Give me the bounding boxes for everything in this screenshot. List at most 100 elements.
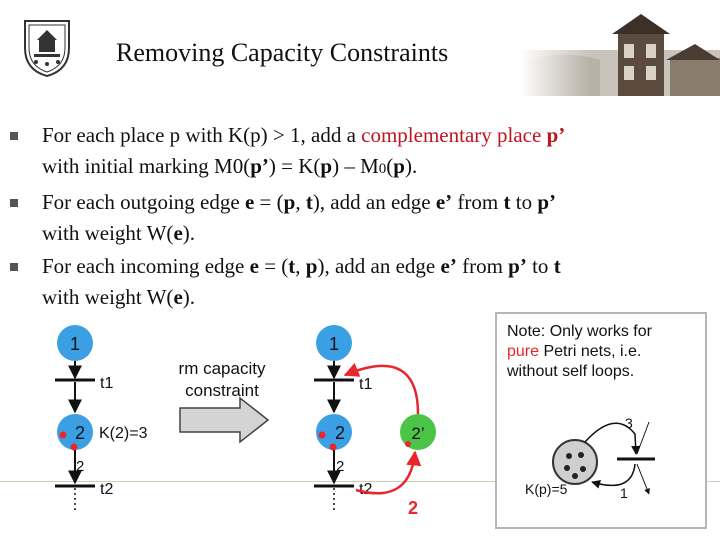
bullet-text: from — [456, 254, 509, 278]
arc-t-to-p — [591, 463, 636, 489]
transform-label: constraint — [185, 381, 259, 400]
token — [578, 452, 584, 458]
token — [405, 441, 411, 447]
self-loop-diagram: 3 K(p)=5 1 — [525, 415, 655, 501]
weight-label: 3 — [625, 415, 633, 431]
place-label: 1 — [70, 334, 80, 354]
weight-label: 1 — [620, 485, 628, 501]
note-box: Note: Only works for pure Petri nets, i.… — [495, 312, 707, 529]
token — [70, 443, 78, 451]
token — [59, 431, 67, 439]
bullet-text: For each place p with K(p) > 1, add a — [42, 123, 362, 147]
token — [318, 431, 326, 439]
bullet-highlight: p’ — [546, 123, 566, 147]
transition-label: t1 — [359, 376, 372, 393]
bullet-text: , — [295, 254, 306, 278]
capacity-label: K(p)=5 — [525, 481, 568, 497]
bullet-bold: e — [173, 285, 183, 309]
bullet-text: to — [510, 190, 538, 214]
transition-label: t2 — [100, 481, 113, 498]
weight-label: 2 — [76, 458, 84, 475]
bullet-item-2: For each outgoing edge e = (p, t), add a… — [10, 187, 710, 249]
bullet-text: with weight W( — [42, 285, 174, 309]
tower-photo — [520, 10, 720, 96]
bullet-text: ). — [182, 221, 196, 245]
token — [329, 443, 337, 451]
weight-label: 2 — [336, 458, 344, 475]
place-label: 2 — [335, 423, 345, 443]
note-highlight: pure — [507, 343, 540, 360]
bullet-bold: t — [553, 254, 561, 278]
bullet-bold: e — [173, 221, 183, 245]
bullet-text: ) – M — [332, 154, 379, 178]
place-1 — [57, 325, 93, 361]
bullet-bold: p — [283, 190, 296, 214]
footer-divider — [0, 481, 720, 482]
note-line: Petri nets, i.e. — [539, 343, 642, 360]
bullet-bold: t — [503, 190, 511, 214]
bullet-bold: p — [320, 154, 333, 178]
transition-label: t2 — [359, 481, 372, 498]
bullet-text: ( — [386, 154, 394, 178]
bullet-bold: p’ — [250, 154, 269, 178]
bullet-subscript: 0 — [378, 161, 387, 177]
place-label: 2’ — [411, 424, 424, 443]
bullet-text: with weight W( — [42, 221, 174, 245]
bullet-square-icon — [10, 199, 18, 207]
bullet-bold: t — [288, 254, 296, 278]
red-weight-label: 2 — [408, 498, 418, 518]
bullet-bold: p — [393, 154, 405, 178]
bullet-item-1: For each place p with K(p) > 1, add a co… — [10, 120, 710, 185]
bullet-text: ), add an edge — [317, 254, 441, 278]
bullet-bold: e — [249, 254, 259, 278]
bullet-text: with initial marking M0( — [42, 154, 251, 178]
bullet-bold: p’ — [508, 254, 527, 278]
bullet-text: ). — [182, 285, 196, 309]
place-p — [552, 439, 598, 485]
place-complementary — [400, 414, 436, 450]
left-petri-net: 1 t1 2 K(2)=3 2 t2 — [55, 325, 148, 512]
bullet-list: For each place p with K(p) > 1, add a co… — [10, 120, 710, 315]
bullet-bold: t — [305, 190, 313, 214]
pointer-line — [636, 421, 650, 455]
transform-arrow-icon — [179, 396, 270, 444]
place-2 — [316, 414, 352, 450]
arc-p-to-t — [584, 422, 641, 455]
place-label: 2 — [75, 423, 85, 443]
arc-t2-to-p-prime — [355, 450, 422, 495]
note-text: Note: Only works for pure Petri nets, i.… — [507, 322, 652, 382]
bullet-text: to — [526, 254, 554, 278]
bullet-text: For each outgoing edge — [42, 190, 245, 214]
bullet-text: = ( — [254, 190, 284, 214]
token — [564, 465, 570, 471]
capacity-label: K(2)=3 — [99, 425, 148, 442]
bullet-bold: p — [305, 254, 318, 278]
transform-label: rm capacity — [179, 359, 266, 378]
bullet-text: , — [295, 190, 306, 214]
place-1 — [316, 325, 352, 361]
token — [580, 466, 586, 472]
bullet-text: ) = K( — [268, 154, 321, 178]
bullet-item-3: For each incoming edge e = (t, p), add a… — [10, 251, 710, 313]
slide-title: Removing Capacity Constraints — [116, 38, 449, 67]
right-petri-net: 1 t1 2 2 t2 2’ 2 — [314, 325, 436, 518]
bullet-text: from — [452, 190, 504, 214]
bullet-bold: e — [244, 190, 255, 214]
arc-p-prime-to-t1 — [343, 362, 420, 415]
bullet-text: = ( — [258, 254, 289, 278]
bullet-text: ). — [404, 154, 418, 178]
bullet-bold: e’ — [435, 190, 453, 214]
bullet-square-icon — [10, 132, 18, 140]
bullet-highlight: complementary place — [361, 123, 547, 147]
bullet-bold: e’ — [440, 254, 457, 278]
pointer-line — [636, 463, 650, 495]
place-label: 1 — [329, 334, 339, 354]
note-line: without self loops. — [507, 363, 635, 380]
token — [566, 453, 572, 459]
transition-label: t1 — [100, 375, 113, 392]
place-2 — [57, 414, 93, 450]
note-line: Note: Only works for — [507, 323, 652, 340]
bullet-square-icon — [10, 263, 18, 271]
bullet-text: ), add an edge — [312, 190, 436, 214]
